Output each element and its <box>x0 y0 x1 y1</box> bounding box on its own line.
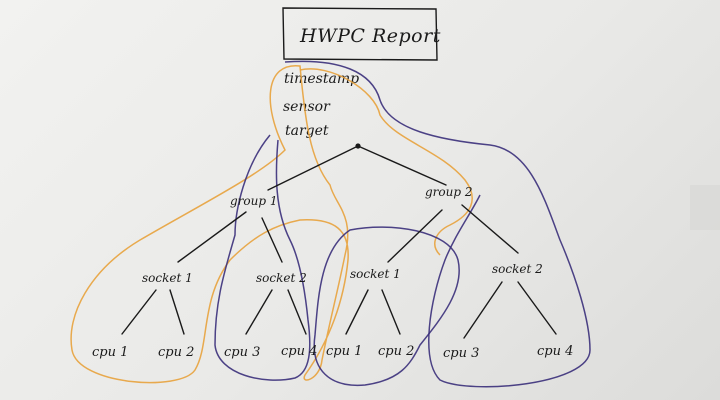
group-2-socket-1-cpu-2: cpu 2 <box>378 344 414 359</box>
blue-loop-group1-socket2 <box>214 134 311 381</box>
title-text: HWPC Report <box>299 25 441 47</box>
group-1-socket-1-cpu-2: cpu 2 <box>158 345 194 360</box>
group-1-label: group 1 <box>230 194 278 208</box>
orange-loop-group2 <box>299 68 473 256</box>
group-2-socket-1-label: socket 1 <box>350 267 401 281</box>
group-1-socket-1-label: socket 1 <box>142 271 193 285</box>
title-box-border <box>282 7 438 61</box>
tree-edges <box>121 145 557 339</box>
edge-g1s1-cpu2 <box>169 289 185 335</box>
edge-group2-socket2 <box>461 204 519 254</box>
edge-g1s2-cpu3 <box>245 289 273 335</box>
edge-g2s2-cpu4 <box>517 281 557 335</box>
group-2-socket-2-label: socket 2 <box>492 262 543 276</box>
edge-group1-socket2 <box>261 217 283 263</box>
blue-loop-root <box>284 60 591 388</box>
edge-g2s2-cpu3 <box>463 281 503 339</box>
title-box: HWPC Report <box>282 7 441 61</box>
group-1-socket-2-cpu-4: cpu 4 <box>281 344 317 359</box>
group-2-socket-1-cpu-1: cpu 1 <box>326 344 362 359</box>
edge-root-group2 <box>357 145 447 186</box>
edge-g1s2-cpu4 <box>287 289 307 335</box>
edge-g2s1-cpu1 <box>345 289 369 335</box>
edge-root-group1 <box>267 145 359 191</box>
group-2-socket-2-cpu-4: cpu 4 <box>537 344 573 359</box>
group-2-socket-2-cpu-3: cpu 3 <box>443 346 479 361</box>
group-2-label: group 2 <box>425 185 473 199</box>
group-1-socket-1-cpu-1: cpu 1 <box>92 345 128 360</box>
blue-loop-group2-socket1 <box>313 226 460 387</box>
group-1-socket-2-cpu-3: cpu 3 <box>224 345 260 360</box>
root-field-timestamp: timestamp <box>284 71 359 87</box>
edge-g2s1-cpu2 <box>381 289 401 335</box>
root-field-target: target <box>285 123 329 139</box>
edge-group1-socket1 <box>177 211 247 263</box>
paper-edge-mark <box>690 185 720 230</box>
group-1-socket-2-label: socket 2 <box>256 271 307 285</box>
root-node: timestamp sensor target <box>283 71 361 149</box>
root-field-sensor: sensor <box>283 99 331 115</box>
edge-g1s1-cpu1 <box>121 289 157 335</box>
edge-group2-socket1 <box>387 209 443 263</box>
